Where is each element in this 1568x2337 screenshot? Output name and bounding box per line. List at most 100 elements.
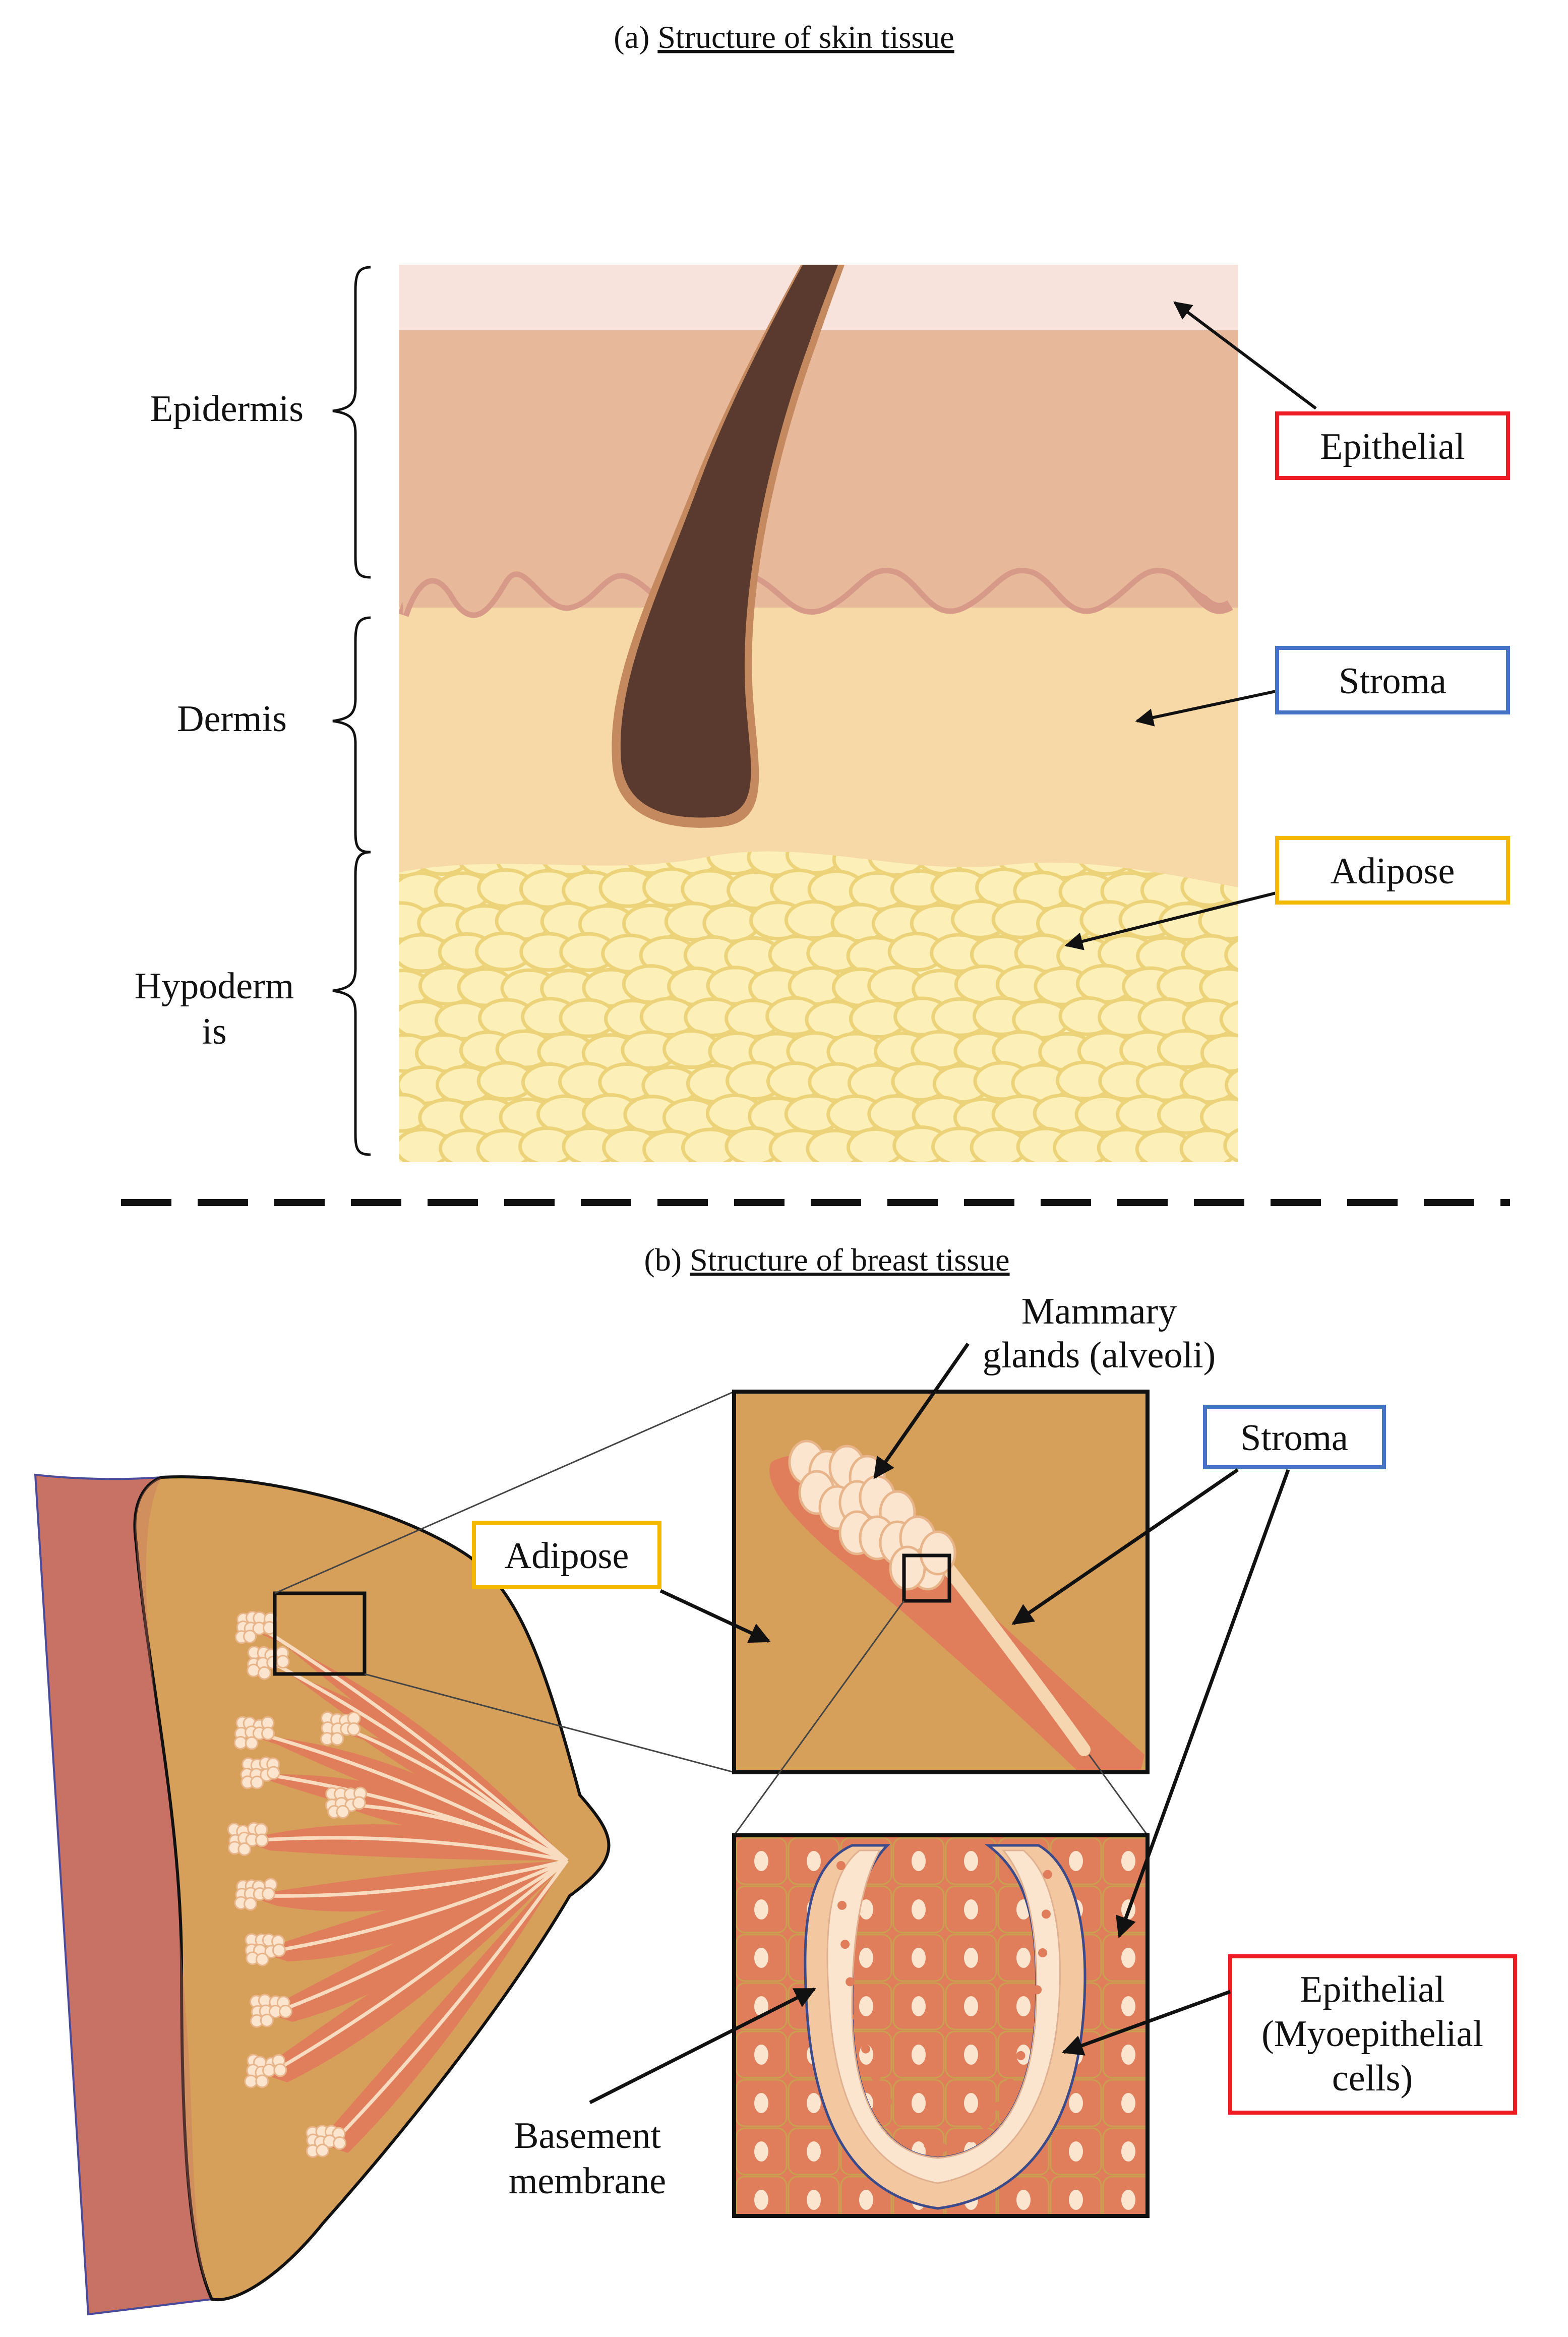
stroma-nucleus — [912, 2045, 926, 2065]
duct — [262, 1732, 568, 1863]
skin-adipose-box-label: Adipose — [1331, 851, 1455, 892]
epithelial-nucleus — [837, 1900, 847, 1910]
alveolus-dot — [245, 1736, 259, 1750]
fat-cell — [1219, 1000, 1238, 1038]
epithelial-nucleus — [883, 2097, 892, 2107]
epidermis-wavy-fill — [399, 555, 1238, 615]
lobule-duct — [941, 1562, 1091, 1756]
epithelial-nucleus — [952, 2141, 962, 2150]
epithelial-nucleus — [895, 2116, 905, 2126]
duct-lobe — [247, 1861, 567, 1912]
fat-cell — [1224, 937, 1238, 972]
skin-section — [399, 265, 1238, 1162]
stroma-nucleus — [964, 1948, 978, 1968]
stroma-nucleus — [1016, 1996, 1031, 2016]
duct — [272, 1859, 568, 1953]
stroma-nucleus — [754, 2190, 768, 2210]
dermis-label: Dermis — [177, 698, 287, 740]
alveoli-cluster — [234, 1610, 277, 1644]
epithelial-nucleus — [967, 2133, 977, 2143]
lobule-selection-box — [902, 1553, 951, 1603]
stroma-nucleus — [859, 1948, 873, 1968]
stroma-nucleus — [754, 1899, 768, 1920]
stroma-nucleus — [912, 1996, 926, 2016]
alveolus-dot — [257, 1666, 271, 1680]
alveolus-dot — [260, 2013, 274, 2027]
alveolus-dot — [237, 1842, 252, 1856]
epithelial-nucleus — [852, 2012, 862, 2022]
duct — [331, 1859, 569, 2144]
alveoli-cluster — [249, 1994, 292, 2028]
skin-stroma-arrow — [1135, 689, 1279, 727]
stroma-nucleus — [1016, 1948, 1031, 1968]
epithelial-nucleus — [1016, 2051, 1026, 2060]
alveoli-cluster — [227, 1822, 269, 1856]
alveolus-dot — [330, 1732, 344, 1746]
breast-stroma-box-label: Stroma — [1240, 1417, 1348, 1459]
alveoli-cluster — [244, 2054, 287, 2088]
duct — [262, 1859, 568, 1898]
alveolus-dot — [276, 1655, 290, 1669]
stroma-nucleus — [807, 2141, 821, 2162]
zoom-line-bottom — [364, 1673, 735, 1773]
breast-cross-section — [34, 1473, 611, 2316]
alveolus-wall-inner — [826, 1849, 1061, 2184]
panel-b-caption: (b) Structure of breast tissue — [644, 1242, 1009, 1278]
alveoli-cluster — [245, 1933, 286, 1966]
alveolus-dot — [243, 1630, 257, 1644]
breast-stroma-box — [1203, 1405, 1386, 1469]
alveoli-cluster — [320, 1711, 361, 1746]
stroma-nucleus — [912, 1851, 926, 1871]
basement-label-line1: Basement — [514, 2115, 661, 2156]
stroma-nucleus — [754, 2093, 768, 2113]
alveolus-dot — [266, 1766, 280, 1780]
stroma-nucleus — [964, 1899, 978, 1920]
breast-left-shadow — [135, 1477, 212, 2299]
zoom-alveolus — [919, 1530, 956, 1576]
breast-epithelial-arrow — [1062, 1990, 1231, 2056]
breast-stroma-arrow-2 — [1116, 1469, 1290, 1938]
breast-stroma-arrow-1 — [1011, 1468, 1239, 1625]
alveolus-dot — [244, 1897, 258, 1911]
alveolus-dot — [273, 2063, 287, 2077]
duct-lobe — [333, 1729, 567, 1861]
stroma-nucleus — [1121, 2141, 1135, 2162]
breast-adipose-box — [472, 1521, 661, 1589]
epithelial-nucleus — [938, 2143, 947, 2152]
epithelial-nucleus — [840, 1940, 850, 1949]
alveolus-dot — [255, 2074, 269, 2088]
breast-epithelial-box — [1228, 1954, 1517, 2115]
zoom-panel-lobule-border — [732, 1390, 1150, 1774]
milk-ducts — [254, 1627, 569, 2144]
epithelial-nucleus — [1033, 1985, 1042, 1995]
stroma-nucleus — [807, 1851, 821, 1871]
stroma-nucleus — [1069, 2141, 1083, 2162]
stroma-nucleus — [912, 2093, 926, 2113]
fat-cell — [1198, 901, 1238, 941]
duct-lobe — [338, 1800, 567, 1861]
stroma-nucleus — [964, 2093, 978, 2113]
duct — [261, 1627, 569, 1862]
epithelial-nucleus — [861, 2044, 871, 2054]
skin-stroma-box — [1275, 646, 1510, 714]
stroma-nucleus — [859, 2190, 873, 2210]
stroma-nucleus — [1069, 2093, 1083, 2113]
epithelial-nucleus — [1038, 1948, 1047, 1958]
duct — [347, 1727, 569, 1862]
epithelial-arrow — [1173, 301, 1317, 410]
hypodermis-label-line1: Hypoderm — [135, 966, 294, 1007]
breast-adipose-arrow — [659, 1589, 771, 1643]
stroma-nucleus — [754, 1851, 768, 1871]
alveolus-dot — [250, 1775, 264, 1789]
breast-epithelial-label-line2: (Myoepithelial — [1261, 2013, 1483, 2055]
panel-a-caption: (a) Structure of skin tissue — [614, 19, 954, 55]
epithelial-nucleus — [923, 2140, 933, 2149]
alveoli-cluster — [325, 1786, 368, 1819]
stroma-nucleus — [912, 1899, 926, 1920]
epithelial-nucleus — [981, 2120, 990, 2129]
duct-lobe — [318, 1861, 567, 2153]
duct — [276, 1859, 568, 2014]
stroma-nucleus — [1069, 2190, 1083, 2210]
epidermis-brace — [332, 266, 371, 579]
epithelial-box — [1275, 411, 1510, 480]
